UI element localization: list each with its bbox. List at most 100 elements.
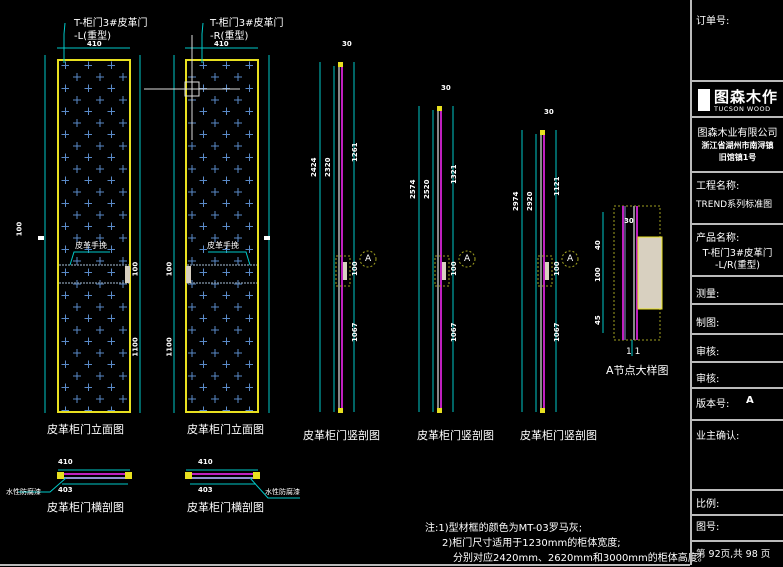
drawing-cell: 制图:: [692, 305, 783, 335]
vsection-upper-dim: 1121: [553, 176, 561, 196]
elevation-right-band-label: 皮革手挽: [207, 241, 239, 250]
vsection-callout-circle: [359, 250, 377, 268]
horizontal-section-right: [185, 469, 300, 499]
cad-cursor-box: [184, 81, 200, 97]
elevation-left-dim-upper: 100: [131, 261, 140, 277]
vsection-frame-bottom: [338, 408, 343, 413]
page-info: 第 92页,共 98 页: [696, 549, 771, 560]
elevation-right-tag-line1: T-柜门3#皮革门: [210, 18, 284, 29]
leader-line: [18, 477, 67, 493]
survey-cell: 测量:: [692, 277, 783, 305]
elevation-right-tag-line2: -R(重型): [210, 31, 249, 42]
vsection-lower-dim: 1067: [450, 322, 458, 342]
leader-line: [69, 251, 110, 266]
elevation-right: [144, 22, 270, 413]
review2-label: 审核:: [696, 374, 720, 385]
project-cell: 工程名称: TREND系列标准图: [692, 173, 783, 225]
logo-text-en: TUCSON WOOD: [714, 105, 771, 113]
vsection-overall-dim: 2574: [409, 179, 417, 199]
hsection-left-material: 水性防腐漆: [6, 488, 41, 496]
vsection-upper-dim: 1261: [351, 142, 359, 162]
detail-a: [602, 205, 663, 356]
drawing-no-label: 图号:: [696, 522, 720, 533]
scale-cell: 比例:: [692, 491, 783, 516]
tag-leader: [63, 22, 66, 63]
elevation-right-dim-band: 100: [165, 261, 174, 277]
vsection-inner-dim: 2920: [526, 191, 534, 211]
scale-label: 比例:: [696, 499, 720, 510]
company-address-2: 旧馆镇1号: [718, 153, 757, 162]
hsection-right-dim-width: 410: [198, 458, 213, 466]
elevation-left-caption: 皮革柜门立面图: [47, 423, 124, 436]
leather-handle: [186, 266, 191, 283]
detail-dim-label: 100: [594, 267, 602, 282]
vsection-detail-boundary: [537, 255, 553, 287]
title-block: 订单号: 图森木作 TUCSON WOOD 图森木业有限公司 浙江省湖州市南浔镇…: [690, 0, 783, 565]
vsection-overall-dim: 2974: [512, 191, 520, 211]
elevation-left-tag-line2: -L(重型): [74, 31, 111, 42]
frame-left: [185, 472, 192, 479]
note-line2: 2)柜门尺寸适用于1230mm的柜体宽度;: [442, 538, 621, 549]
leather-block: [637, 236, 663, 310]
leader-line: [208, 251, 251, 266]
hsection-left-caption: 皮革柜门横剖图: [47, 501, 124, 514]
vsection-lower-dim: 1067: [351, 322, 359, 342]
note-line1: 注:1)型材框的颜色为MT-03罗马灰;: [425, 523, 583, 534]
vsection-2-caption: 皮革柜门竖剖图: [417, 429, 494, 442]
detail-dim-label: 40: [594, 240, 602, 250]
elevation-left-dim-band: 100: [15, 221, 24, 237]
vsection-callout-label: A: [365, 254, 372, 264]
frame-right: [125, 472, 132, 479]
version-label: 版本号:: [696, 399, 730, 410]
vsection-detail-boundary: [434, 255, 450, 287]
note-line3: 分别对应2420mm、2620mm和3000mm的柜体高度。: [453, 553, 708, 564]
vsection-frame-bottom: [437, 408, 442, 413]
logo-text-cn: 图森木作: [714, 88, 779, 106]
owner-confirm-cell: 业主确认:: [692, 421, 783, 491]
leather-handle: [125, 266, 130, 283]
vsection-detail-boundary: [335, 255, 351, 287]
order-no-cell: 订单号:: [692, 0, 783, 82]
vsection-band-dim: 100: [553, 261, 561, 276]
survey-label: 测量:: [696, 289, 720, 300]
product-label: 产品名称:: [696, 233, 740, 244]
vsection-inner-dim: 2520: [423, 179, 431, 199]
project-value: TREND系列标准图: [696, 200, 773, 210]
detail-section-mark: 1 1: [626, 347, 641, 357]
vsection-frame-top: [540, 130, 545, 135]
vsection-band-dim: 100: [351, 261, 359, 276]
door-panel: [57, 59, 131, 413]
product-value-1: T-柜门3#皮革门: [702, 248, 773, 259]
elevation-left-tag-line1: T-柜门3#皮革门: [74, 18, 148, 29]
detail-caption: A节点大样图: [606, 364, 669, 377]
elevation-left-width-dim: 410: [87, 40, 102, 48]
vsection-band-dim: 100: [450, 261, 458, 276]
dim-marker: [38, 236, 44, 240]
hsection-left-dim-inner: 403: [58, 486, 73, 494]
vsection-leather: [545, 262, 549, 280]
vsection-top-dim: 30: [342, 40, 352, 48]
vsection-1-caption: 皮革柜门竖剖图: [303, 429, 380, 442]
review2-cell: 审核:: [692, 363, 783, 389]
drawing-label: 制图:: [696, 318, 720, 329]
dim-marker: [264, 236, 270, 240]
leader-line: [249, 477, 300, 499]
version-value: A: [746, 395, 754, 406]
product-cell: 产品名称: T-柜门3#皮革门 -L/R(重型): [692, 225, 783, 277]
review1-label: 审核:: [696, 347, 720, 358]
vsection-frame-top: [437, 106, 442, 111]
logo-cell: 图森木作 TUCSON WOOD: [692, 82, 783, 118]
elevation-right-width-dim: 410: [214, 40, 229, 48]
vsection-frame-bottom: [540, 408, 545, 413]
hsection-right-material: 水性防腐漆: [265, 488, 300, 496]
version-cell: 版本号: A: [692, 389, 783, 421]
vsection-leather: [343, 262, 347, 280]
project-label: 工程名称:: [696, 181, 740, 192]
hsection-left-dim-width: 410: [58, 458, 73, 466]
logo-icon: [698, 89, 710, 111]
vsection-callout-circle: [458, 250, 476, 268]
vsection-frame-top: [338, 62, 343, 67]
vsection-inner-dim: 2320: [324, 157, 332, 177]
page-info-cell: 第 92页,共 98 页: [692, 542, 783, 565]
